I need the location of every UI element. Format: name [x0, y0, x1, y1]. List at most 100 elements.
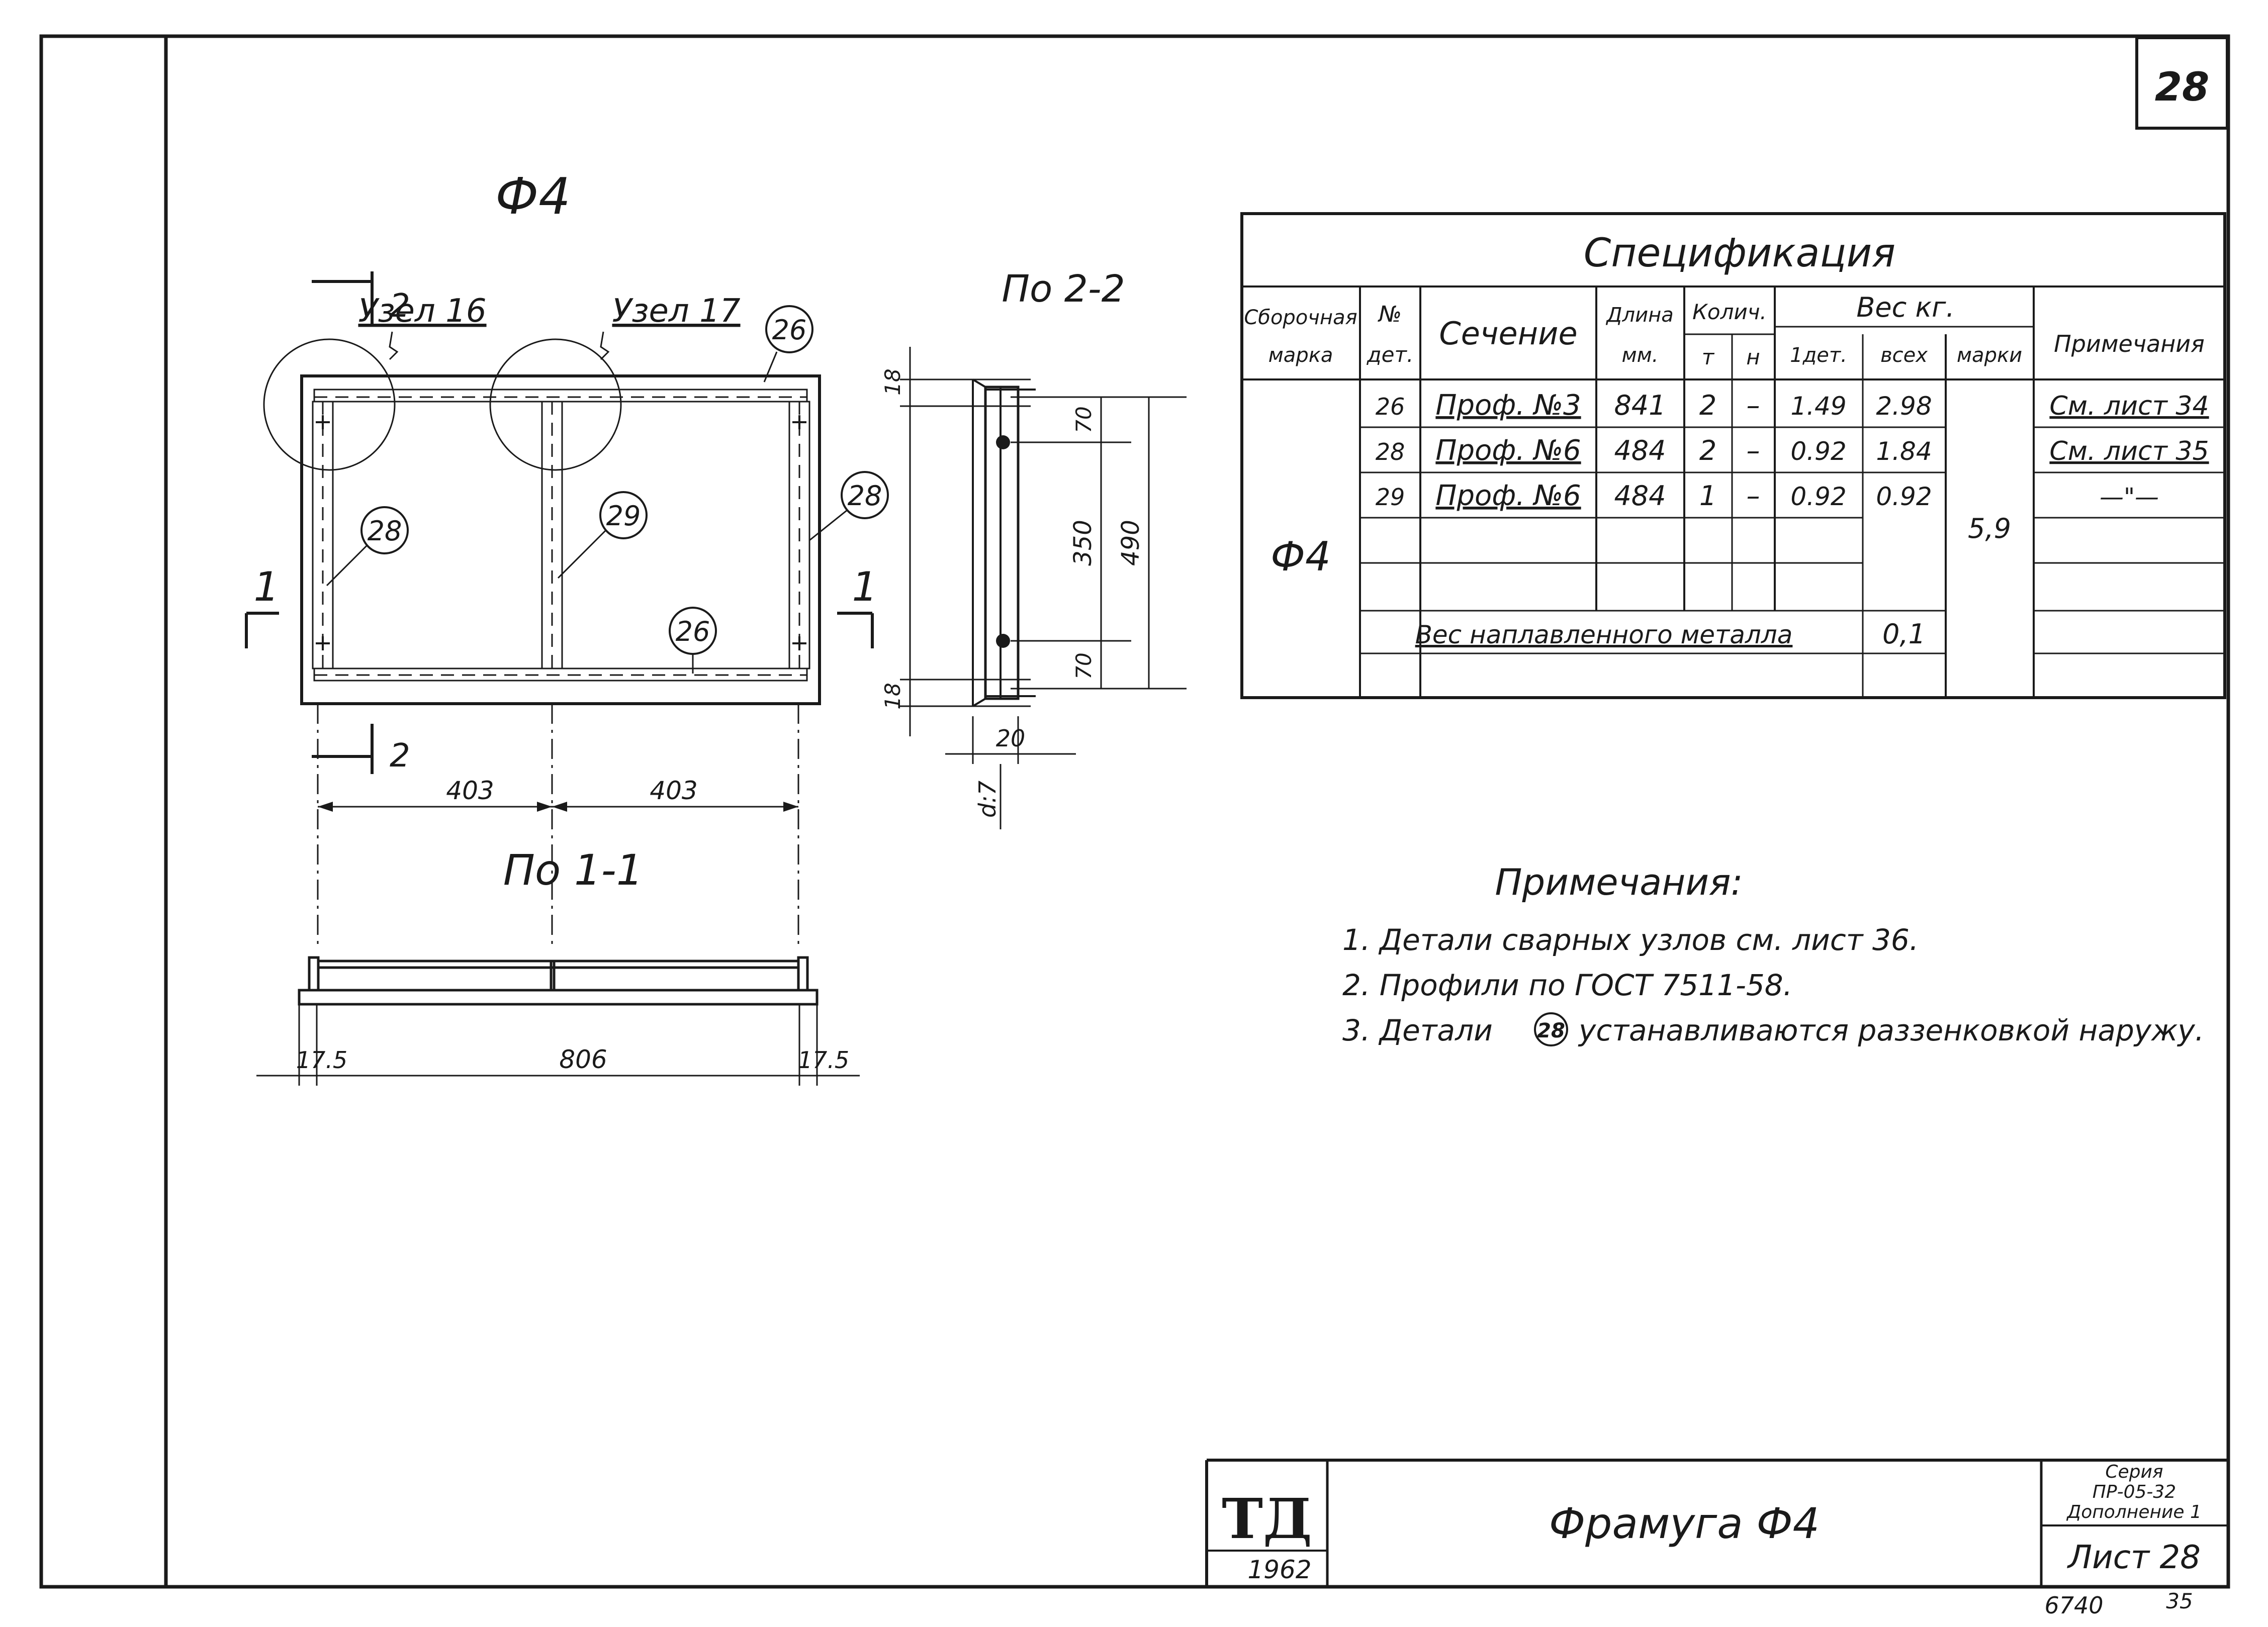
section-mark-2-top: [312, 271, 374, 327]
spec-header-part-1: №: [1377, 302, 1402, 327]
spec-header-w-all: всех: [1880, 344, 1928, 367]
title-name: Фрамуга Ф4: [1549, 1499, 1820, 1548]
dim-18-bottom: 18: [880, 683, 905, 709]
spec-header-w-mark: марки: [1957, 344, 2022, 367]
sheet-number: 28: [2155, 65, 2210, 110]
title-block-grid: [1205, 1459, 2228, 1586]
node-16-circle: [263, 338, 396, 471]
spec-cell-length: 484: [1614, 480, 1666, 512]
callout-26-bottom: [669, 607, 717, 674]
spec-header-assembly-2: марка: [1268, 344, 1333, 367]
note-item-3-ref: 28: [1537, 1019, 1565, 1042]
side-dimension-lines: [900, 347, 1187, 829]
spec-header-assembly-1: Сборочная: [1244, 306, 1357, 329]
spec-cell-length: 841: [1614, 390, 1666, 421]
spec-cell-t: 2: [1699, 435, 1716, 466]
side-view-profile: [972, 378, 1036, 707]
section-1-left-label: 1: [254, 563, 280, 610]
section-2-bottom-label: 2: [390, 737, 410, 775]
spec-header-length-1: Длина: [1605, 304, 1673, 327]
note-item-2: 2. Профили по ГОСТ 7511-58.: [1342, 968, 1792, 1002]
dim-end-left: 17.5: [296, 1046, 347, 1074]
view-side-title: По 2-2: [1002, 267, 1125, 311]
footer-code-2: 35: [2166, 1589, 2193, 1613]
section-1-1-dimensions: [256, 1005, 860, 1086]
sheet-frame: [39, 34, 2230, 1589]
spec-title: Спецификация: [1584, 231, 1895, 276]
spec-cell-w1: 0.92: [1790, 437, 1846, 466]
notes-title: Примечания:: [1495, 861, 1743, 903]
callout-29-middle: [557, 491, 648, 579]
callout-26-top: [763, 305, 813, 382]
spec-header-w-one: 1дет.: [1790, 344, 1847, 367]
section-mark-2-bottom: [312, 724, 374, 774]
dim-20: 20: [996, 725, 1026, 752]
spec-header-qty-n: н: [1746, 345, 1760, 369]
title-logo: ТД: [1222, 1486, 1312, 1551]
callout-26-top-text: 26: [772, 314, 807, 346]
spec-cell-n: –: [1747, 390, 1760, 421]
node-17-circle: [489, 338, 622, 471]
spec-cell-section: Проф. №6: [1435, 434, 1581, 467]
spec-cell-part: 29: [1376, 484, 1405, 511]
dim-18-top: 18: [880, 368, 905, 395]
spec-row: 29 Проф. №6 484 1 – 0.92 0.92 —"—: [1376, 480, 2159, 512]
spec-header-qty: Колич.: [1692, 300, 1767, 324]
spec-row: 26 Проф. №3 841 2 – 1.49 2.98 См. лист 3…: [1376, 389, 2209, 422]
section-1-1-profile: [298, 956, 819, 1006]
note-item-1: 1. Детали сварных узлов см. лист 36.: [1342, 923, 1919, 957]
spec-row: 28 Проф. №6 484 2 – 0.92 1.84 См. лист 3…: [1376, 434, 2209, 467]
dim-490: 490: [1117, 520, 1145, 566]
section-mark-1-right: [837, 612, 874, 648]
spec-cell-n: –: [1747, 480, 1760, 512]
title-series-3: Дополнение 1: [2066, 1502, 2202, 1522]
callout-28-right: [809, 471, 889, 541]
spec-table-grid: [1240, 212, 2226, 699]
note-ref-circle: [1534, 1012, 1568, 1046]
spec-cell-note: См. лист 35: [2049, 436, 2209, 466]
section-2-top-label: 2: [390, 288, 410, 325]
spec-cell-w1: 1.49: [1790, 392, 1846, 421]
dim-overall: 806: [559, 1045, 607, 1074]
spec-cell-part: 28: [1376, 438, 1405, 465]
spec-cell-wall: 2.98: [1876, 392, 1932, 421]
dim-70-bottom: 70: [1071, 652, 1096, 679]
dim-span-right: 403: [650, 776, 697, 805]
spec-cell-wall: 0.92: [1876, 482, 1932, 511]
spec-cell-length: 484: [1614, 435, 1666, 466]
spec-weld-label: Вес наплавленного металла: [1415, 620, 1793, 649]
spec-header-section: Сечение: [1439, 315, 1577, 352]
spec-header-length-2: мм.: [1621, 344, 1658, 367]
view-top-title: Ф4: [495, 167, 571, 226]
spec-assembly-mark: Ф4: [1271, 533, 1331, 580]
spec-cell-t: 2: [1699, 390, 1716, 421]
spec-header-part-2: дет.: [1367, 342, 1414, 367]
spec-cell-t: 1: [1699, 480, 1716, 512]
node-16-label: Узел 16: [358, 293, 486, 330]
dim-70-top: 70: [1071, 406, 1096, 433]
footer-code-1: 6740: [2044, 1592, 2103, 1619]
spec-weld-value: 0,1: [1882, 618, 1926, 650]
node-17-label: Узел 17: [612, 293, 740, 330]
spec-cell-w1: 0.92: [1790, 482, 1846, 511]
spec-cell-wall: 1.84: [1876, 437, 1932, 466]
callout-28-left: [326, 506, 409, 587]
dim-350: 350: [1069, 520, 1097, 566]
spec-cell-section: Проф. №3: [1435, 389, 1581, 422]
title-series-2: ПР-05-32: [2093, 1482, 2176, 1502]
dim-end-right: 17.5: [798, 1046, 849, 1074]
callout-28-left-text: 28: [368, 515, 402, 547]
section-1-right-label: 1: [852, 563, 878, 610]
spec-cell-part: 26: [1376, 393, 1405, 420]
spec-mark-weight: 5,9: [1968, 513, 2011, 544]
spec-cell-n: –: [1747, 435, 1760, 466]
dim-d: d:7: [974, 781, 1001, 818]
frame-plan-view: [263, 338, 821, 705]
spec-header-weight: Вес кг.: [1856, 292, 1954, 323]
note-item-3-start: 3. Детали: [1342, 1013, 1493, 1047]
dim-span-left: 403: [446, 776, 494, 805]
title-year: 1962: [1247, 1555, 1311, 1584]
spec-header-qty-t: т: [1702, 345, 1715, 369]
